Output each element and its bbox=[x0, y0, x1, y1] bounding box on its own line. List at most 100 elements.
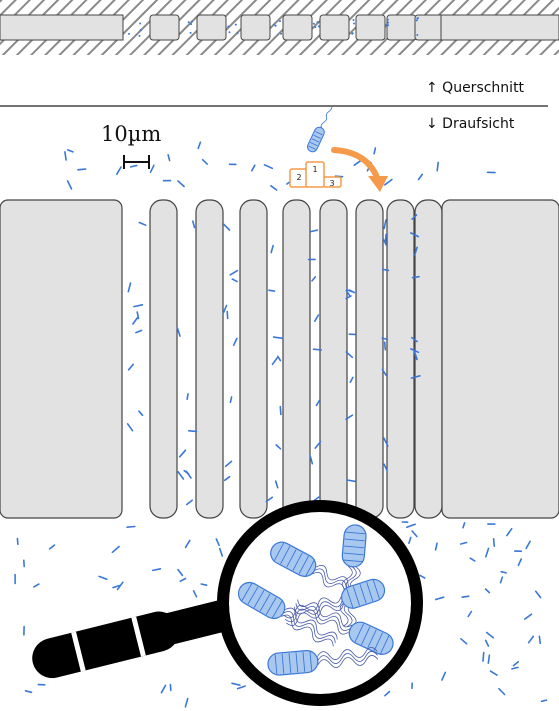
bacterium-mark bbox=[127, 363, 134, 371]
bacterium-mark bbox=[384, 233, 387, 244]
bacterium-mark bbox=[177, 568, 184, 577]
scale-bar bbox=[123, 155, 150, 169]
bacterium-mark bbox=[383, 178, 393, 186]
channel-wall bbox=[0, 199, 123, 519]
channel-wall bbox=[319, 199, 348, 519]
bacterium-mark bbox=[222, 304, 228, 315]
cross-section-channel-wall bbox=[386, 14, 417, 41]
bacterium-mark bbox=[417, 173, 424, 181]
bacterium-mark bbox=[345, 414, 354, 421]
bacterium-mark bbox=[309, 454, 314, 465]
bacterium-mark bbox=[485, 631, 495, 639]
bacterium-mark bbox=[411, 530, 418, 538]
bacterium-mark bbox=[417, 17, 419, 20]
bacterium-mark bbox=[500, 570, 507, 574]
bacterium-mark bbox=[226, 310, 229, 320]
bacterium-mark bbox=[315, 399, 321, 407]
cross-section-channel-wall bbox=[0, 14, 124, 41]
cross-section-channel-wall bbox=[196, 14, 227, 41]
bacterium-mark bbox=[200, 583, 208, 587]
cross-section-label: ↑ Querschnitt bbox=[426, 80, 525, 96]
bacterium-mark bbox=[383, 463, 388, 472]
bacterium-mark bbox=[98, 575, 108, 581]
bacterium-mark bbox=[523, 613, 533, 620]
bacterium-mark bbox=[149, 164, 155, 173]
magnified-bacterium bbox=[237, 581, 338, 647]
bacterium-mark bbox=[345, 351, 354, 359]
bacterium-mark bbox=[251, 164, 256, 172]
bacterium-mark bbox=[384, 690, 391, 697]
bacterium-mark bbox=[268, 289, 276, 292]
bacterium-mark bbox=[462, 522, 466, 529]
bacterium-mark bbox=[484, 547, 490, 558]
channel-wall bbox=[282, 199, 311, 519]
bacterium-mark bbox=[538, 635, 542, 645]
bacterium-mark bbox=[271, 357, 279, 366]
bacterium-mark bbox=[349, 376, 354, 384]
magnified-bacterium bbox=[283, 578, 386, 626]
bacterium-mark bbox=[192, 589, 198, 598]
bacterium-mark bbox=[411, 275, 420, 279]
bacterium-mark bbox=[311, 276, 317, 282]
magnifying-glass-icon bbox=[32, 500, 423, 706]
bacterium-mark bbox=[67, 149, 74, 153]
bacterium-mark bbox=[219, 547, 224, 557]
bacterium-mark bbox=[229, 396, 233, 404]
bacterium-mark bbox=[276, 355, 282, 362]
bacterium-mark bbox=[410, 336, 418, 343]
cross-section-channel-wall bbox=[319, 14, 350, 41]
bacterium-mark bbox=[386, 24, 389, 27]
bacterium-mark bbox=[492, 537, 496, 548]
bacterium-mark bbox=[223, 223, 231, 231]
channel-wall bbox=[441, 199, 559, 519]
bacterium-mark bbox=[234, 23, 237, 26]
bacterium-mark bbox=[265, 496, 274, 503]
bacterium-mark bbox=[498, 687, 506, 696]
bacterium-mark bbox=[416, 34, 419, 36]
bacterium-mark bbox=[192, 220, 196, 229]
bacterium-mark bbox=[215, 538, 220, 547]
bacterium-mark bbox=[506, 527, 513, 537]
bacterium-mark bbox=[353, 22, 356, 25]
bacterium-mark bbox=[540, 699, 548, 703]
bacterium-mark bbox=[138, 34, 141, 37]
bacterium-mark bbox=[273, 23, 276, 26]
bacterium-mark bbox=[64, 151, 67, 161]
bacterium-mark bbox=[381, 368, 388, 377]
bacterium-mark bbox=[274, 480, 279, 489]
orange-arrowhead-icon bbox=[368, 176, 388, 192]
bacterium-mark bbox=[434, 542, 438, 551]
bacterium-mark bbox=[135, 329, 143, 334]
bacterium-mark bbox=[16, 537, 19, 546]
bacterium-mark bbox=[459, 541, 468, 545]
bacterium-mark bbox=[139, 29, 142, 32]
bacterium-mark bbox=[184, 697, 189, 708]
bacterium-mark bbox=[434, 596, 445, 601]
bacterium-mark bbox=[177, 471, 185, 480]
cross-section-channels bbox=[0, 14, 559, 41]
bacterium-mark bbox=[201, 158, 208, 165]
bacterium-mark bbox=[231, 278, 238, 283]
bacterium-mark bbox=[236, 32, 239, 35]
cross-section-channel-wall bbox=[414, 14, 445, 41]
bacterium-mark bbox=[177, 180, 185, 188]
bacterium-mark bbox=[190, 20, 193, 23]
bacterium-mark bbox=[381, 268, 390, 272]
bacterium-mark bbox=[413, 352, 418, 361]
magnified-bacterium bbox=[267, 647, 379, 676]
bacterium-mark bbox=[312, 348, 323, 351]
bacterium-mark bbox=[346, 289, 354, 293]
bacterium-mark bbox=[487, 654, 491, 665]
bacterium-mark bbox=[346, 479, 356, 483]
bacterium-mark bbox=[139, 22, 142, 25]
bacterium-mark bbox=[227, 25, 230, 28]
bacterium-mark bbox=[411, 214, 418, 220]
bacterium-mark bbox=[186, 393, 189, 401]
podium-step-1 bbox=[305, 161, 325, 188]
bacterium-mark bbox=[383, 341, 387, 351]
bacterium-mark bbox=[24, 689, 33, 694]
bacterium-mark bbox=[409, 232, 420, 238]
bacterium-mark bbox=[383, 437, 389, 447]
bacterium-mark bbox=[236, 685, 246, 690]
cross-section-channel-wall bbox=[440, 14, 559, 41]
